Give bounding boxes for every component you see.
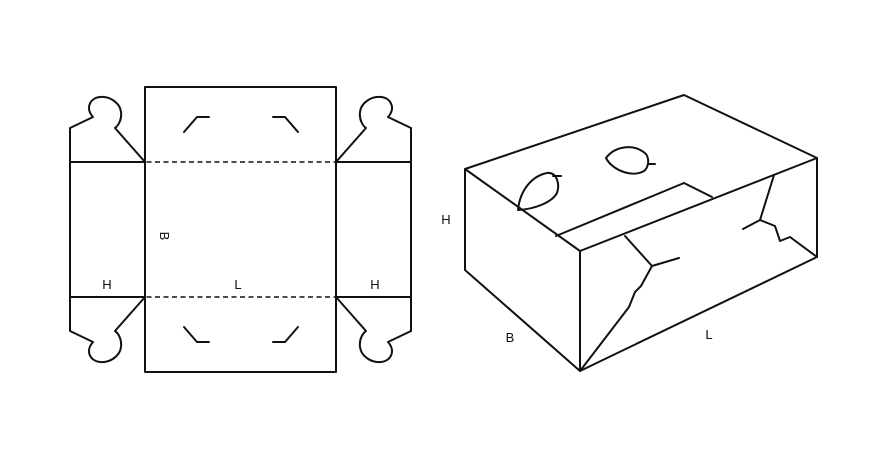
box-label-b: B	[506, 330, 515, 345]
net-flap-bottom-right	[335, 296, 412, 364]
net-label-l: L	[234, 277, 241, 292]
net-flap-bottom-left	[69, 296, 146, 364]
assembled-box: H B L	[441, 94, 818, 372]
net-flap-top-left	[69, 95, 146, 163]
box-corner-flap-right	[742, 174, 818, 258]
net-flap-top-right	[335, 95, 412, 163]
box-corner-flap-front	[579, 235, 680, 372]
box-label-h: H	[441, 212, 450, 227]
net-fold-lines	[70, 161, 411, 298]
box-handle-hole-right	[605, 146, 656, 175]
flat-net: H L H B	[69, 86, 412, 373]
net-label-h-left: H	[102, 277, 111, 292]
box-label-l: L	[705, 327, 712, 342]
net-label-b: B	[157, 232, 172, 241]
net-center-panel	[144, 86, 337, 373]
box-front-left-face	[464, 168, 581, 372]
net-label-h-right: H	[370, 277, 379, 292]
box-handle-hole-left	[517, 171, 562, 211]
net-lock-slits	[183, 116, 299, 343]
net-right-side-panel	[335, 161, 412, 298]
box-inner-floor	[555, 182, 713, 237]
